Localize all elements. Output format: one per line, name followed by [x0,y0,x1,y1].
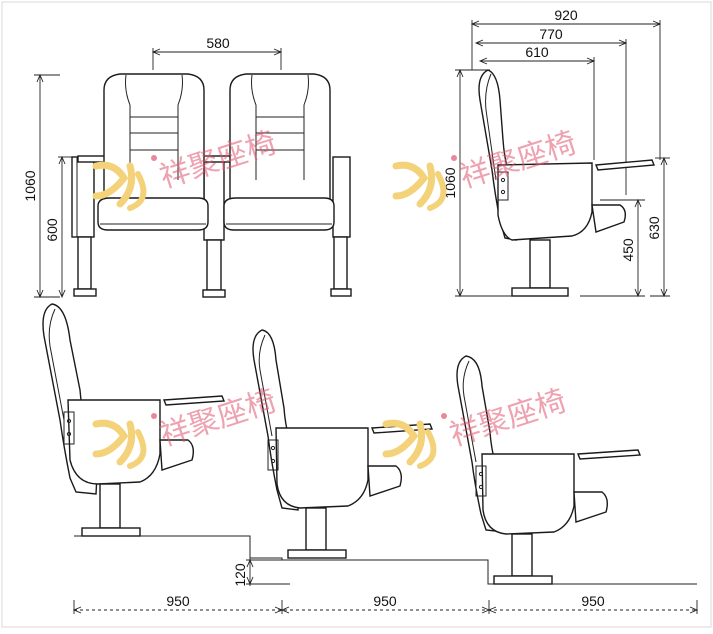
tiered-chair-3 [456,355,642,585]
tiered-view: 120 950 950 950 [42,303,699,614]
tiered-step-dimension: 120 [232,540,290,587]
front-height-label: 1060 [22,170,38,201]
watermark-logo-icon [92,155,157,211]
side-armrest-dimension: 630 [646,156,670,298]
front-right-seat [223,73,335,231]
row-spacing-label-2: 950 [373,593,397,609]
front-right-side-panel [330,156,352,297]
front-width-label: 580 [206,35,230,51]
tiered-floor-steps [74,535,697,585]
side-seat-label: 450 [620,238,636,262]
side-chair-profile [478,69,655,297]
watermark-text: 祥聚座椅 [156,383,281,453]
front-left-seat [97,73,209,231]
side-depth-mid-label: 770 [539,26,563,42]
front-view: 580 1060 600 [22,35,352,299]
watermark-logo-icon [92,413,157,469]
tiered-row-spacing-dimension: 950 950 950 [72,593,699,614]
front-left-side-panel [71,156,97,297]
side-depth-dimensions: 920 770 610 [470,7,662,195]
tiered-step-height-label: 120 [232,563,248,587]
side-depth-inner-label: 610 [525,44,549,60]
watermark-logo-icon [382,413,447,469]
side-depth-total-label: 920 [554,7,578,23]
watermark-logo-icon [392,155,457,211]
row-spacing-label-3: 950 [581,593,605,609]
side-seat-dimension: 450 [580,198,645,298]
front-width-dimension: 580 [151,35,283,70]
front-height-dimension: 1060 [22,73,60,299]
tiered-chair-2 [252,329,434,559]
front-seat-height-label: 600 [44,218,60,242]
side-armrest-label: 630 [646,216,662,240]
side-view: 920 770 610 1060 [442,7,670,298]
front-seat-height-dimension: 600 [44,155,72,299]
row-spacing-label-1: 950 [166,593,190,609]
